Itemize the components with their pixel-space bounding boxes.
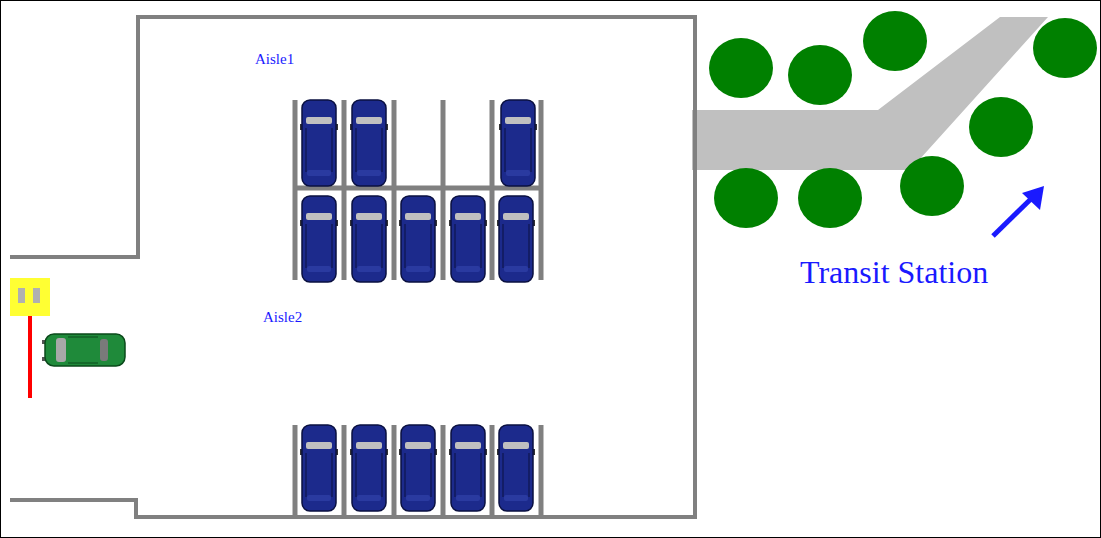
car-part <box>382 453 383 497</box>
car-part <box>302 196 336 282</box>
garage-wall <box>10 17 695 517</box>
car-part <box>332 128 333 172</box>
car-part <box>306 224 307 268</box>
entering-car <box>42 334 125 366</box>
car-part <box>451 196 485 282</box>
gate-booth <box>18 288 25 303</box>
car-part <box>352 196 386 282</box>
car-part <box>505 128 506 172</box>
car-part <box>406 266 430 272</box>
car-part <box>451 425 485 511</box>
car-part <box>405 442 431 449</box>
car-part <box>302 425 336 511</box>
gate-booth <box>33 288 40 303</box>
car-part <box>356 224 357 268</box>
car-part <box>456 495 480 501</box>
trees <box>709 11 1097 228</box>
car-part <box>332 224 333 268</box>
car-part <box>306 213 332 220</box>
car-part <box>356 128 357 172</box>
car-part <box>307 495 331 501</box>
car-part <box>356 117 382 124</box>
car-part <box>499 196 533 282</box>
car-part <box>302 100 336 186</box>
car-part <box>505 117 531 124</box>
car-part <box>352 425 386 511</box>
car-part <box>307 170 331 176</box>
car-part <box>456 266 480 272</box>
car-part <box>405 453 406 497</box>
car-part <box>481 453 482 497</box>
car-part <box>405 224 406 268</box>
car-part <box>382 224 383 268</box>
car-part <box>455 224 456 268</box>
car-part <box>503 213 529 220</box>
car-part <box>356 213 382 220</box>
car-part <box>332 453 333 497</box>
car-part <box>306 128 307 172</box>
car-part <box>406 495 430 501</box>
car-part <box>306 453 307 497</box>
direction-arrow <box>993 186 1044 236</box>
car-part <box>481 224 482 268</box>
car-part <box>401 196 435 282</box>
car-part <box>506 170 530 176</box>
car-part <box>455 453 456 497</box>
car-part <box>357 266 381 272</box>
car-part <box>531 128 532 172</box>
car-part <box>356 453 357 497</box>
parked-cars <box>300 100 537 511</box>
car-part <box>503 224 504 268</box>
car-part <box>382 128 383 172</box>
car-part <box>431 224 432 268</box>
car-part <box>455 213 481 220</box>
aisle-label: Aisle1 <box>255 52 294 67</box>
car-part <box>504 266 528 272</box>
car-part <box>455 442 481 449</box>
aisle-label: Aisle2 <box>263 310 302 325</box>
car-part <box>357 170 381 176</box>
car-part <box>529 224 530 268</box>
car-part <box>357 495 381 501</box>
car-part <box>352 100 386 186</box>
car-part <box>356 442 382 449</box>
stall-lines <box>295 100 541 517</box>
car-part <box>306 117 332 124</box>
car-part <box>503 442 529 449</box>
gate-barrier <box>28 316 32 398</box>
gate-booth <box>10 278 50 316</box>
car-part <box>306 442 332 449</box>
destination-label: Transit Station <box>800 256 988 288</box>
car-part <box>401 425 435 511</box>
car-part <box>503 453 504 497</box>
car-part <box>431 453 432 497</box>
car-part <box>499 425 533 511</box>
car-part <box>501 100 535 186</box>
car-part <box>405 213 431 220</box>
car-part <box>307 266 331 272</box>
car-part <box>529 453 530 497</box>
car-part <box>504 495 528 501</box>
